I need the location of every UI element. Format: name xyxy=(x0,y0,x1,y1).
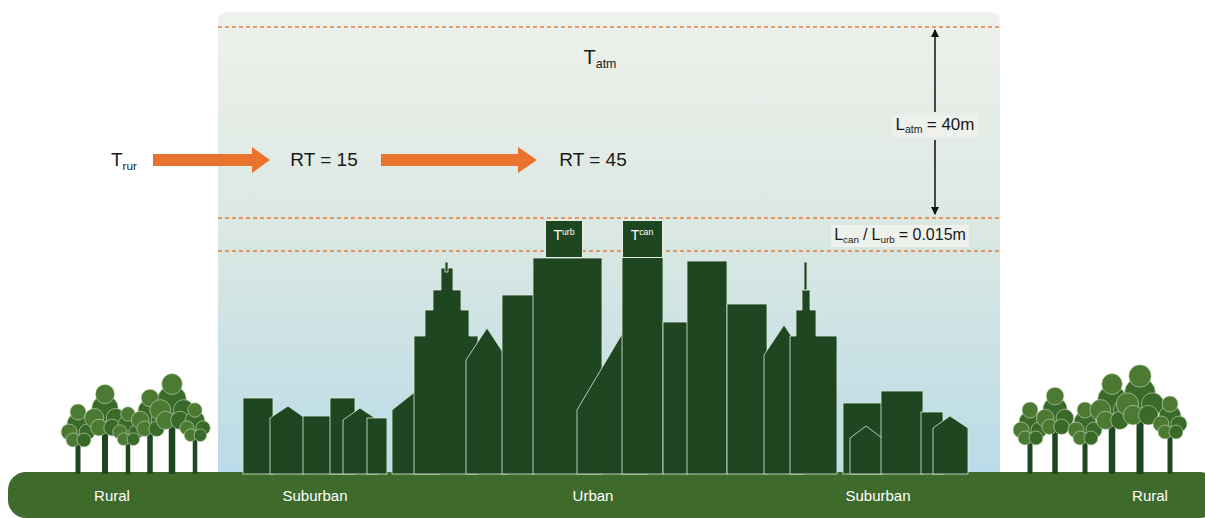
temperature-box: Tcan xyxy=(622,220,663,258)
atmosphere-height: atm xyxy=(905,123,923,135)
box-subscript: can xyxy=(639,227,653,237)
atmosphere-height: = 40m xyxy=(927,115,975,134)
canopy-height: / xyxy=(863,226,867,243)
residence-time-group: RT = 15 xyxy=(290,150,357,171)
atmosphere-height: L xyxy=(895,115,904,134)
canopy-height: L xyxy=(871,226,880,243)
canopy-height: L xyxy=(834,226,843,243)
zone-label-group: Urban xyxy=(573,488,614,505)
trees xyxy=(61,365,1187,474)
canopy-height: can xyxy=(843,234,859,245)
canopy-height: urb xyxy=(880,234,894,245)
zone-label: Urban xyxy=(573,487,614,504)
atmosphere-height-group: Latm = 40m xyxy=(892,115,977,137)
box-symbol: T xyxy=(631,227,640,243)
flow-arrows xyxy=(153,147,537,173)
zone-label: Suburban xyxy=(282,487,347,504)
atmosphere-panel xyxy=(218,12,1000,480)
rural-temperature: T xyxy=(111,149,123,170)
zone-label-group: Rural xyxy=(94,488,130,505)
zone-label-group: Suburban xyxy=(845,488,910,505)
zone-label-group: Rural xyxy=(1132,488,1168,505)
box-subscript: urb xyxy=(562,227,575,237)
rural-temperature-group: Trur xyxy=(111,150,137,172)
canopy-height: = 0.015m xyxy=(899,226,966,243)
atmosphere-temperature: atm xyxy=(596,57,617,71)
box-symbol: T xyxy=(553,227,562,243)
zone-label: Rural xyxy=(1132,487,1168,504)
city-skyline xyxy=(243,252,968,474)
atmosphere-temperature-group: Tatm xyxy=(584,46,617,71)
canopy-height-group: Lcan/Lurb= 0.015m xyxy=(831,225,969,247)
residence-time: RT = 15 xyxy=(290,149,357,170)
residence-time-group: RT = 45 xyxy=(559,150,626,171)
zone-label: Suburban xyxy=(845,487,910,504)
ground-bar xyxy=(8,472,1205,518)
zone-label: Rural xyxy=(94,487,130,504)
level-lines xyxy=(218,27,1000,251)
rural-temperature: rur xyxy=(123,159,137,172)
zone-label-group: Suburban xyxy=(282,488,347,505)
temperature-box: Turb xyxy=(545,220,583,258)
residence-time: RT = 45 xyxy=(559,149,626,170)
atmosphere-temperature: T xyxy=(584,46,596,68)
